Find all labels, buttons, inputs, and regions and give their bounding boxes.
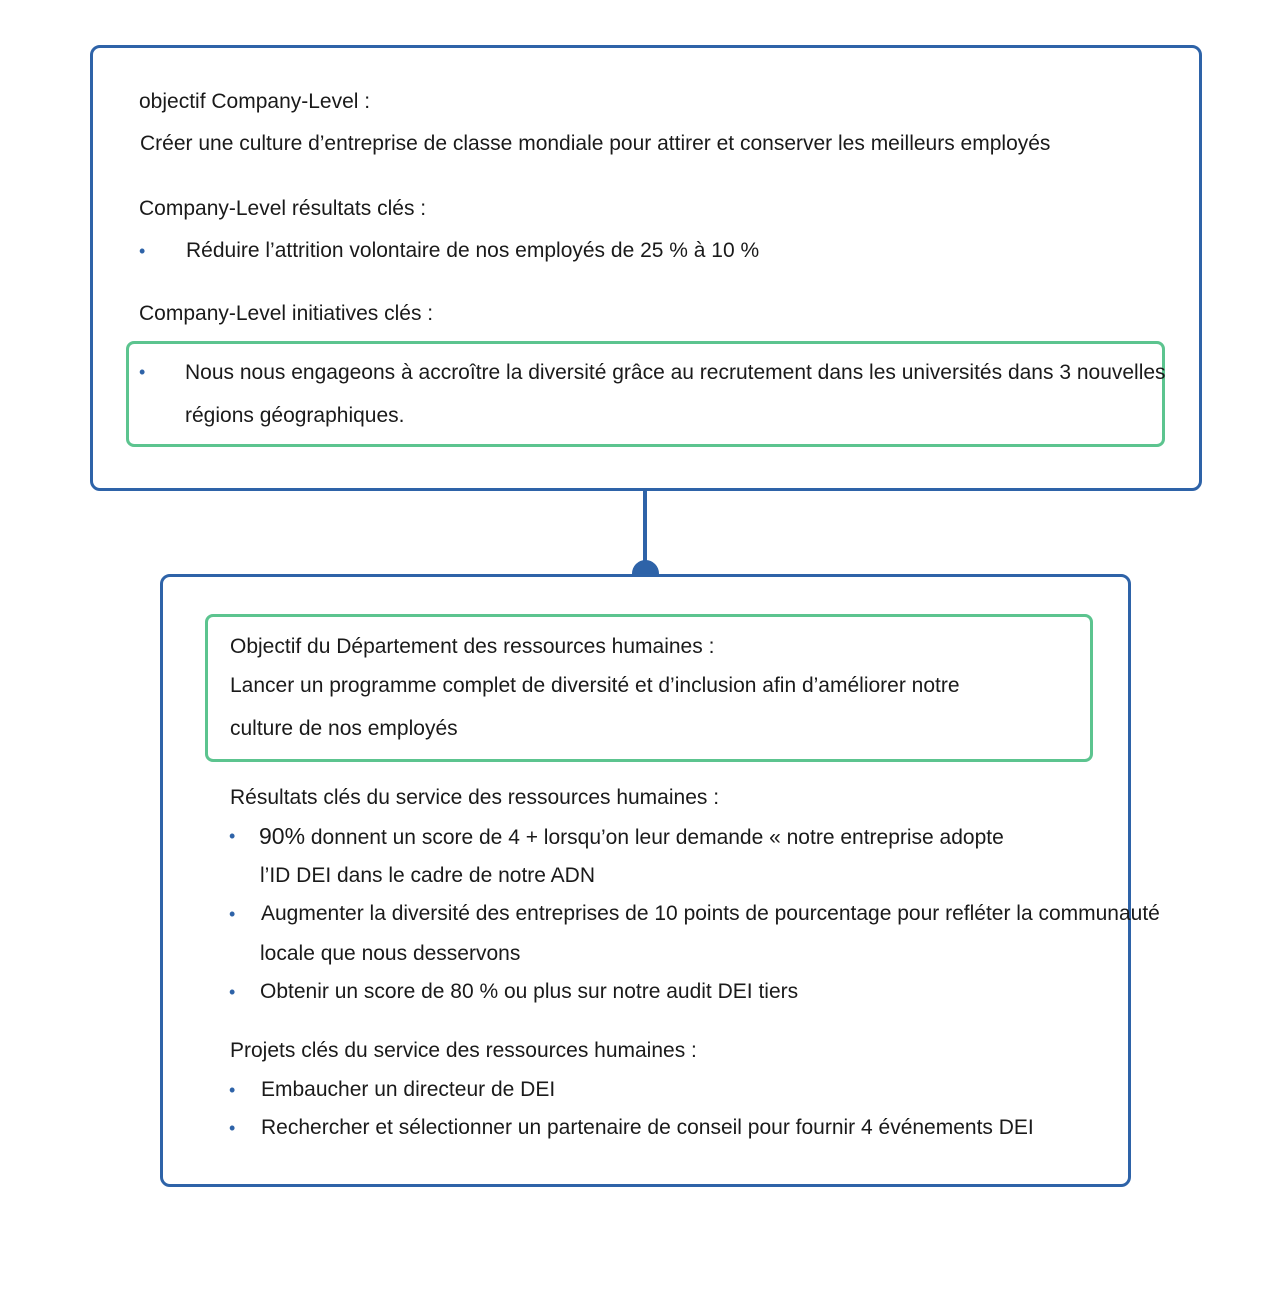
hr-result-item-1-line1: 90% donnent un score de 4 + lorsqu’on le… [259,823,1004,851]
hr-projects-label: Projets clés du service des ressources h… [230,1039,697,1062]
bullet-icon: • [229,1118,236,1138]
company-level-card [90,45,1202,491]
bullet-icon: • [229,904,236,924]
hr-project-item-1: Embaucher un directeur de DEI [261,1078,556,1101]
company-result-item: Réduire l’attrition volontaire de nos em… [186,239,760,262]
bullet-icon: • [139,241,146,261]
hr-department-card [160,574,1131,1187]
connector-line [643,489,647,575]
company-objective-text: Créer une culture d’entreprise de classe… [140,132,1051,155]
hr-objective-line2: culture de nos employés [230,717,458,740]
bullet-icon: • [229,982,236,1002]
bullet-icon: • [229,1080,236,1100]
hr-objective-line1: Lancer un programme complet de diversité… [230,674,960,697]
hr-result-rest: donnent un score de 4 + lorsqu’on leur d… [305,826,1004,849]
bullet-icon: • [229,826,236,846]
hr-result-item-3: Obtenir un score de 80 % ou plus sur not… [260,980,799,1003]
hr-results-label: Résultats clés du service des ressources… [230,786,720,809]
company-initiatives-label: Company-Level initiatives clés : [139,302,434,325]
hr-result-percent: 90% [259,823,306,849]
hr-project-item-2: Rechercher et sélectionner un partenaire… [261,1116,1034,1139]
hr-objective-label: Objectif du Département des ressources h… [230,635,715,658]
company-initiative-highlight [126,341,1165,447]
hr-objective-highlight [205,614,1093,762]
company-objective-label: objectif Company-Level : [139,90,371,113]
hr-result-item-2-line2: locale que nous desservons [260,942,521,965]
company-results-label: Company-Level résultats clés : [139,197,427,220]
hr-result-item-1-line2: l’ID DEI dans le cadre de notre ADN [260,864,595,887]
hr-result-item-2-line1: Augmenter la diversité des entreprises d… [261,902,1160,925]
company-initiative-line2: régions géographiques. [185,404,405,427]
company-initiative-line1: Nous nous engageons à accroître la diver… [185,361,1166,384]
bullet-icon: • [139,362,146,382]
